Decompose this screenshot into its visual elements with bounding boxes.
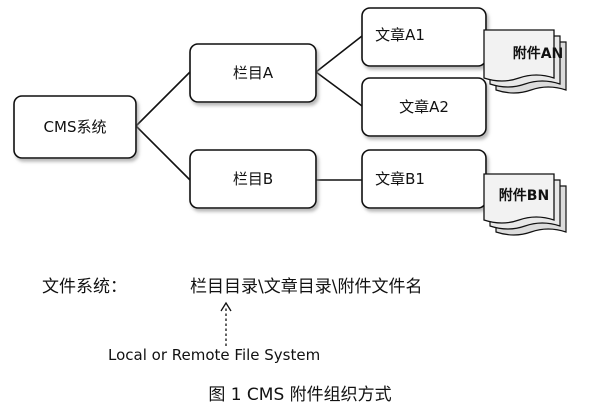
root-label: CMS系统 xyxy=(44,118,107,136)
attachment-document-icon-bn: 附件BN xyxy=(483,173,567,236)
dashed-up-arrow-icon xyxy=(220,301,232,346)
attachment-document-icon-an: 附件AN xyxy=(483,29,567,94)
article-a1-label: 文章A1 xyxy=(375,26,425,44)
column-b-label: 栏目B xyxy=(233,170,273,188)
column-node-b: 栏目B xyxy=(189,149,317,209)
root-node: CMS系统 xyxy=(13,95,137,159)
filesystem-label: 文件系统： xyxy=(42,277,127,297)
column-a-label: 栏目A xyxy=(233,64,274,82)
cms-attachment-diagram: CMS系统 栏目A 栏目B 文章A1 文章A2 文章B1 附件AN 附件BN xyxy=(13,7,567,236)
tree-connectors xyxy=(135,35,363,181)
filesystem-path: 栏目目录\文章目录\附件文件名 xyxy=(190,277,423,297)
location-label: Local or Remote File System xyxy=(108,346,321,364)
article-node-b1: 文章B1 xyxy=(361,149,487,209)
article-node-a1: 文章A1 xyxy=(361,7,487,67)
figure-caption: 图 1 CMS 附件组织方式 xyxy=(208,385,392,405)
attachment-bn-label: 附件BN xyxy=(499,187,549,204)
attachment-an-label: 附件AN xyxy=(513,45,564,62)
column-node-a: 栏目A xyxy=(189,43,317,103)
article-b1-label: 文章B1 xyxy=(375,170,425,188)
article-node-a2: 文章A2 xyxy=(361,77,487,137)
article-a2-label: 文章A2 xyxy=(399,98,449,116)
